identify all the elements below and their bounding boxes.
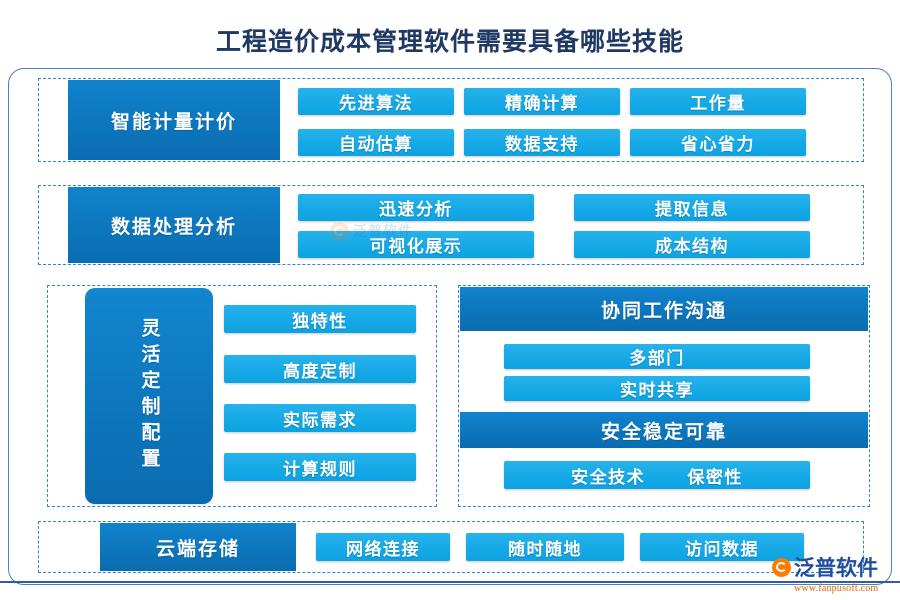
item-pill[interactable]: 网络连接 <box>316 533 450 561</box>
item-pill[interactable]: 自动估算 <box>298 129 454 156</box>
item-pill[interactable]: 提取信息 <box>574 194 810 221</box>
section-header-intelligent-measurement: 智能计量计价 <box>68 80 280 160</box>
item-pill[interactable]: 省心省力 <box>630 129 806 156</box>
bottom-divider <box>0 581 900 583</box>
item-pill[interactable]: 高度定制 <box>224 355 416 383</box>
item-pill[interactable]: 精确计算 <box>464 88 620 115</box>
item-pill[interactable]: 可视化展示 <box>298 231 534 258</box>
item-pill[interactable]: 工作量 <box>630 88 806 115</box>
item-pill[interactable]: 访问数据 <box>640 533 804 561</box>
item-pill[interactable]: 多部门 <box>504 344 810 369</box>
item-label: 安全技术 <box>571 467 646 487</box>
item-pill[interactable]: 先进算法 <box>298 88 454 115</box>
item-pill[interactable]: 随时随地 <box>466 533 624 561</box>
item-pill[interactable]: 独特性 <box>224 305 416 333</box>
section-header-collaboration: 协同工作沟通 <box>460 287 868 331</box>
page-title: 工程造价成本管理软件需要具备哪些技能 <box>215 29 684 56</box>
item-pill[interactable]: 迅速分析 <box>298 194 534 221</box>
section-header-security: 安全稳定可靠 <box>460 412 868 448</box>
item-pill-security-pair[interactable]: 安全技术 保密性 <box>504 461 810 489</box>
section-header-cloud-storage: 云端存储 <box>100 523 296 571</box>
item-pill[interactable]: 计算规则 <box>224 453 416 481</box>
item-pill[interactable]: 实际需求 <box>224 404 416 432</box>
item-pill[interactable]: 成本结构 <box>574 231 810 258</box>
section-header-label: 灵活定制配置 <box>138 318 160 474</box>
section-header-data-processing: 数据处理分析 <box>68 187 280 263</box>
item-pill[interactable]: 实时共享 <box>504 376 810 401</box>
section-header-flexible-config: 灵活定制配置 <box>85 288 213 504</box>
item-pill[interactable]: 数据支持 <box>464 129 620 156</box>
item-label: 保密性 <box>687 467 743 487</box>
